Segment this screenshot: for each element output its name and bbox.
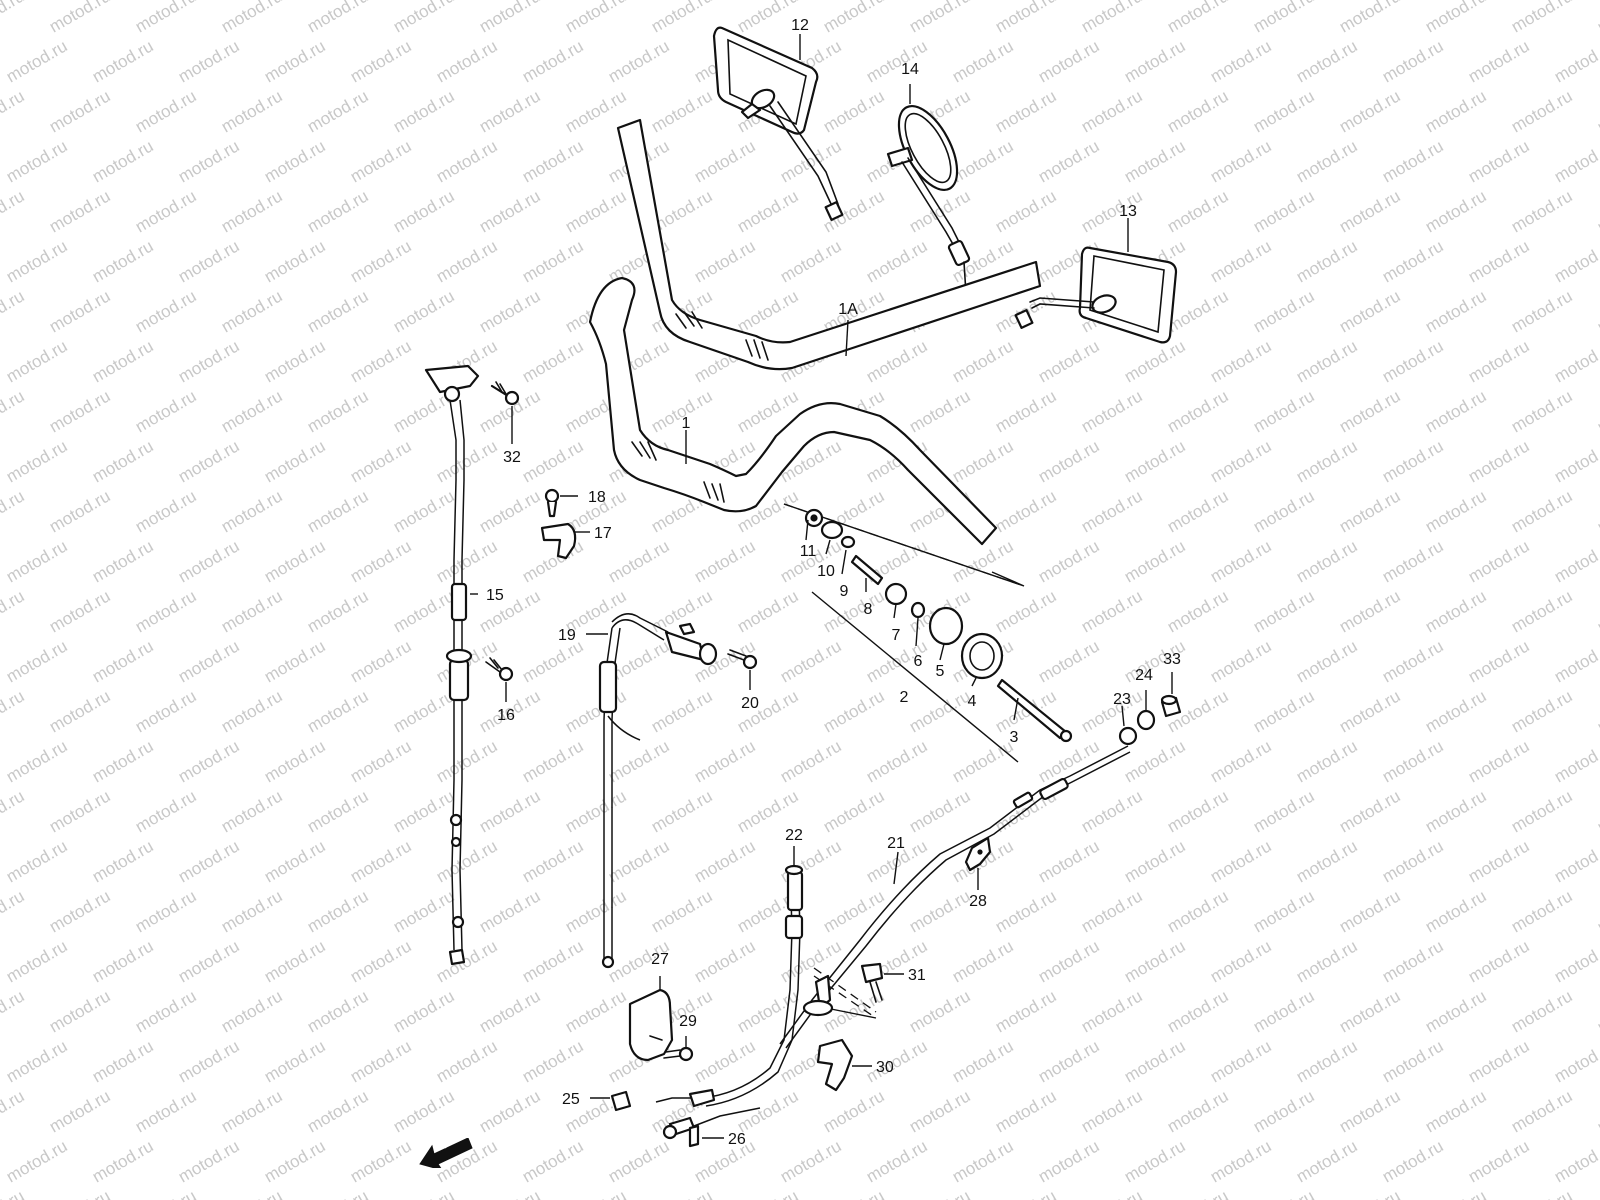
leader-11 [805,519,809,541]
screw-16 [485,657,514,702]
leader-9 [841,549,847,575]
label-33: 33 [1163,651,1181,668]
label-6: 6 [914,653,923,670]
nut-23 [1118,705,1138,746]
screw-20 [727,649,758,690]
clutch-cable-15 [424,364,480,966]
cap-25 [590,1090,632,1112]
handlebar-1a [616,118,1042,371]
leader-7 [893,603,897,619]
leader-1a [845,319,849,357]
label-28: 28 [969,893,987,910]
cable-19 [598,613,718,969]
label-10: 10 [817,563,835,580]
label-22: 22 [785,827,803,844]
label-18: 18 [588,489,606,506]
label-24: 24 [1135,667,1153,684]
label-2: 2 [900,689,909,706]
label-1a: 1A [838,301,858,318]
bracket-30 [802,967,877,1092]
label-16: 16 [497,707,515,724]
label-20: 20 [741,695,759,712]
leader-4 [971,677,977,687]
bolt-31 [860,962,904,1003]
mirror-13 [1014,246,1178,344]
label-19: 19 [558,627,576,644]
label-26: 26 [728,1131,746,1148]
label-3: 3 [1010,729,1019,746]
label-17: 17 [594,525,612,542]
label-15: 15 [486,587,504,604]
leader-6 [915,617,919,647]
label-7: 7 [892,627,901,644]
label-27: 27 [651,951,669,968]
mirror-14 [886,104,971,295]
label-14: 14 [901,61,919,78]
screw-18 [544,488,578,518]
screw-32 [490,381,520,444]
label-32: 32 [503,449,521,466]
label-31: 31 [908,967,926,984]
label-21: 21 [887,835,905,852]
mirror-12 [712,26,844,221]
leader-3 [1013,697,1019,721]
leader-21 [893,851,899,885]
label-5: 5 [936,663,945,680]
label-9: 9 [840,583,849,600]
screw-29 [663,1036,694,1062]
label-12: 12 [791,17,809,34]
cap-33 [1160,672,1182,718]
label-29: 29 [679,1013,697,1030]
bar-end-assembly-2 [783,503,1073,763]
nut-24 [1136,690,1156,731]
leader-10 [825,539,831,555]
label-11: 11 [800,543,817,560]
clip-26 [688,1124,724,1148]
throttle-cable-21 [779,745,1131,1049]
handlebar-1 [588,276,998,546]
label-23: 23 [1113,691,1131,708]
label-30: 30 [876,1059,894,1076]
cable-guide-28 [964,836,992,890]
throttle-cable-22 [655,864,804,1140]
label-13: 13 [1119,203,1137,220]
leader-5 [939,643,945,661]
label-25: 25 [562,1091,580,1108]
cover-27 [628,976,674,1062]
forward-arrow-icon [419,1138,473,1168]
clamp-17 [540,522,590,560]
label-1: 1 [682,415,691,432]
label-8: 8 [864,601,873,618]
label-4: 4 [968,693,977,710]
